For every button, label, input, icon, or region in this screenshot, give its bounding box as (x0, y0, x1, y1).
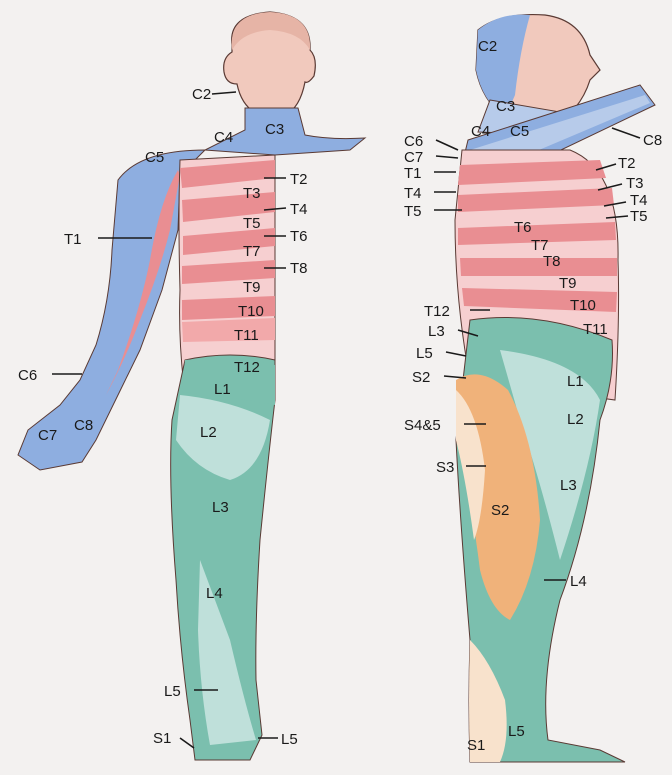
label-t10: T10 (238, 303, 264, 320)
label-t1: T1 (404, 165, 422, 182)
anterior-stripe-t11 (182, 318, 275, 342)
label-t1: T1 (64, 231, 82, 248)
label-t2: T2 (618, 155, 636, 172)
label-t4: T4 (404, 185, 422, 202)
label-s2-leg: S2 (491, 502, 509, 519)
lead-line (446, 352, 466, 356)
label-t3: T3 (626, 175, 644, 192)
label-s1: S1 (467, 737, 485, 754)
label-s4-5: S4&5 (404, 417, 441, 434)
label-c8: C8 (643, 132, 662, 149)
label-t5: T5 (404, 203, 422, 220)
label-c7: C7 (38, 427, 57, 444)
label-t3: T3 (243, 185, 261, 202)
label-l5: L5 (416, 345, 433, 362)
label-t5-right: T5 (630, 208, 648, 225)
label-c4: C4 (214, 129, 233, 146)
lead-line (212, 92, 236, 94)
lead-line (180, 738, 194, 748)
label-c8: C8 (74, 417, 93, 434)
label-t6: T6 (514, 219, 532, 236)
label-t12: T12 (424, 303, 450, 320)
label-s2: S2 (412, 369, 430, 386)
label-c5: C5 (145, 149, 164, 166)
anterior-figure (18, 12, 365, 760)
label-t2: T2 (290, 171, 308, 188)
label-s1: S1 (153, 730, 171, 747)
label-l1: L1 (567, 373, 584, 390)
label-t9: T9 (559, 275, 577, 292)
label-t12: T12 (234, 359, 260, 376)
label-l4: L4 (570, 573, 587, 590)
lead-line (436, 156, 458, 158)
label-t6: T6 (290, 228, 308, 245)
label-l5-foot: L5 (508, 723, 525, 740)
label-t8: T8 (543, 253, 561, 270)
label-t5: T5 (243, 215, 261, 232)
lead-line (612, 128, 640, 138)
label-l1: L1 (214, 381, 231, 398)
label-l4: L4 (206, 585, 223, 602)
label-t4: T4 (290, 201, 308, 218)
label-l3: L3 (212, 499, 229, 516)
label-t11: T11 (583, 321, 608, 338)
label-t10: T10 (570, 297, 596, 314)
label-c2: C2 (478, 38, 497, 55)
lead-line (444, 376, 466, 378)
label-l5-foot: L5 (281, 731, 298, 748)
label-t8: T8 (290, 260, 308, 277)
label-c3: C3 (265, 121, 284, 138)
label-t4-right: T4 (630, 192, 648, 209)
label-t7: T7 (243, 243, 261, 260)
label-s3: S3 (436, 459, 454, 476)
lateral-stripe-t8 (460, 258, 617, 276)
label-l2: L2 (200, 424, 217, 441)
label-c5: C5 (510, 123, 529, 140)
label-t9: T9 (243, 279, 261, 296)
label-c4: C4 (471, 123, 490, 140)
label-c2: C2 (192, 86, 211, 103)
label-l3: L3 (428, 323, 445, 340)
lead-line (436, 140, 458, 150)
label-l2: L2 (567, 411, 584, 428)
label-t11: T11 (234, 327, 259, 344)
label-c3: C3 (496, 98, 515, 115)
label-c7: C7 (404, 149, 423, 166)
label-l3-leg: L3 (560, 477, 577, 494)
label-c6: C6 (404, 133, 423, 150)
label-t7: T7 (531, 237, 549, 254)
label-c6: C6 (18, 367, 37, 384)
label-l5: L5 (164, 683, 181, 700)
